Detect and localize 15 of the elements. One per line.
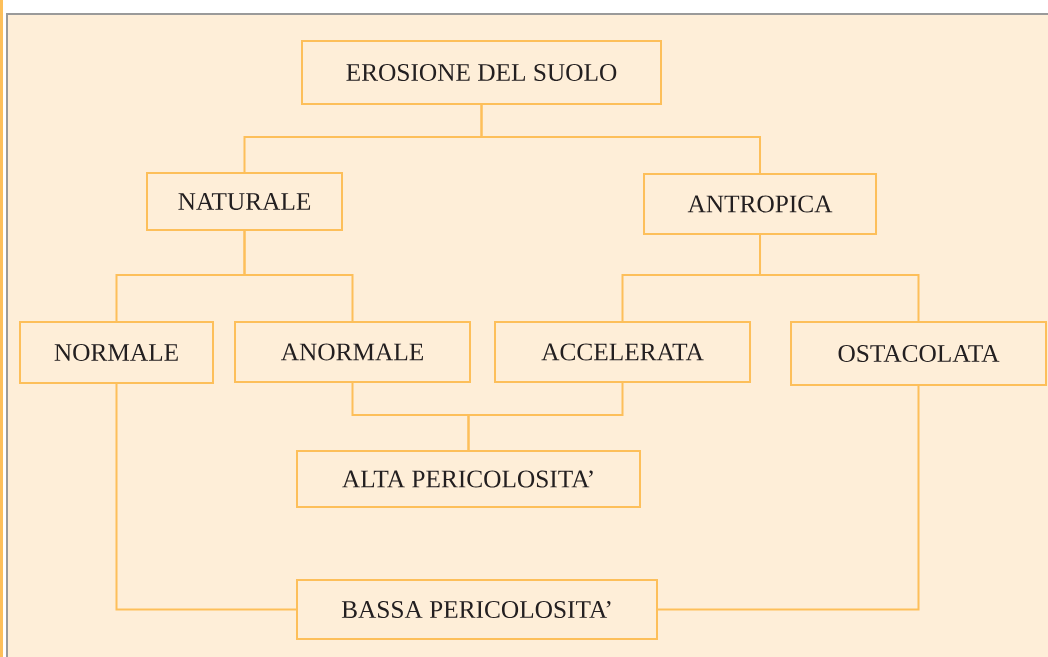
connector-line bbox=[467, 382, 624, 451]
box: ANTROPICA bbox=[643, 173, 877, 235]
box: NATURALE bbox=[146, 172, 343, 231]
connector-line bbox=[115, 383, 297, 611]
box: BASSA PERICOLOSITA’ bbox=[296, 579, 658, 640]
connector-line bbox=[480, 104, 761, 174]
box: OSTACOLATA bbox=[790, 321, 1047, 386]
connector-line bbox=[759, 234, 920, 322]
box: ACCELERATA bbox=[494, 321, 751, 383]
box: NORMALE bbox=[19, 321, 214, 384]
box: ALTA PERICOLOSITA’ bbox=[296, 450, 641, 508]
connector-line bbox=[657, 385, 920, 611]
box: ANORMALE bbox=[234, 321, 471, 383]
box: EROSIONE DEL SUOLO bbox=[301, 40, 662, 105]
connector-line bbox=[243, 230, 354, 322]
